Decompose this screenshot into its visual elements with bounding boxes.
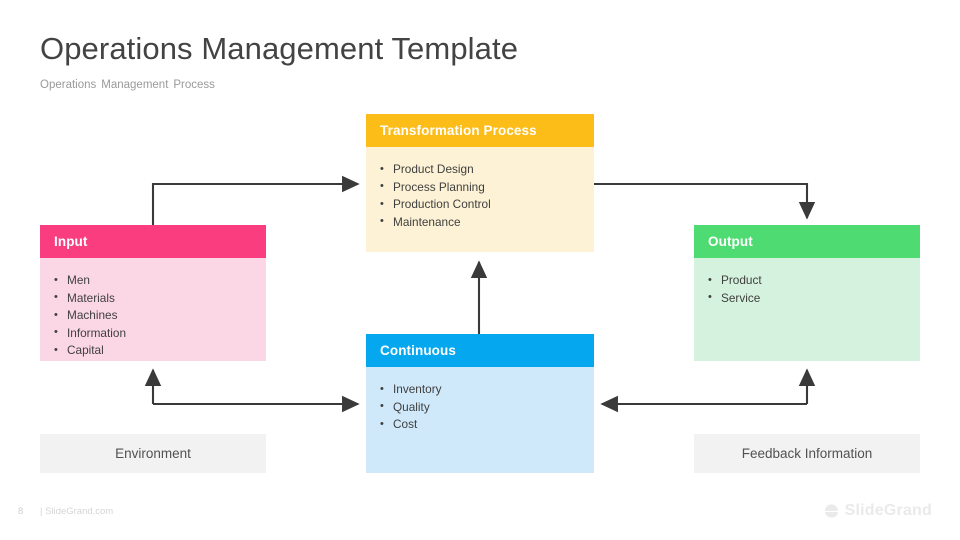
footer-site-text: | SlideGrand.com — [40, 506, 114, 517]
brand-name: SlideGrand — [844, 502, 932, 519]
list-item: Product Design — [380, 161, 594, 179]
list-item: Capital — [54, 342, 266, 360]
arrow-input-to-transformation — [151, 175, 360, 225]
list-item: Quality — [380, 398, 594, 417]
box-continuous-body: Inventory Quality Cost — [366, 367, 594, 473]
brand-logo: SlideGrand — [823, 502, 932, 520]
list-item: Service — [708, 289, 920, 308]
list-item: Machines — [54, 307, 266, 325]
subtitle-word-2: Management — [101, 79, 169, 91]
list-item: Cost — [380, 416, 594, 434]
box-input-header: Input — [40, 225, 266, 258]
label-environment[interactable]: Environment — [40, 434, 266, 473]
list-item: Inventory — [380, 381, 594, 399]
box-transformation-process[interactable]: Transformation Process Product Design Pr… — [366, 114, 594, 252]
box-output[interactable]: Output Product Service — [694, 225, 920, 361]
box-continuous-header: Continuous — [366, 334, 594, 367]
box-transformation-process-header: Transformation Process — [366, 114, 594, 147]
box-output-header: Output — [694, 225, 920, 258]
list-item: Process Planning — [380, 178, 594, 197]
page-number: 8 — [18, 506, 24, 517]
box-transformation-process-body: Product Design Process Planning Producti… — [366, 147, 594, 252]
bowl-logo-icon — [824, 503, 838, 518]
box-continuous[interactable]: Continuous Inventory Quality Cost — [366, 334, 594, 473]
subtitle-word-3: Process — [173, 79, 215, 91]
box-input[interactable]: Input Men Materials Machines Information… — [40, 225, 266, 361]
label-feedback-information[interactable]: Feedback Information — [694, 434, 920, 473]
box-input-body: Men Materials Machines Information Capit… — [40, 258, 266, 361]
list-item: Product — [708, 272, 920, 290]
list-item: Men — [54, 272, 266, 290]
list-item: Maintenance — [380, 213, 594, 232]
box-output-body: Product Service — [694, 258, 920, 361]
arrow-transformation-to-output — [594, 182, 816, 220]
subtitle-word-1: Operations — [40, 79, 97, 91]
list-item: Production Control — [380, 196, 594, 214]
page-title: Operations Management Template — [40, 31, 519, 66]
list-item: Materials — [54, 289, 266, 308]
list-item: Information — [54, 324, 266, 343]
page-subtitle: Operations Management Process — [40, 79, 220, 91]
